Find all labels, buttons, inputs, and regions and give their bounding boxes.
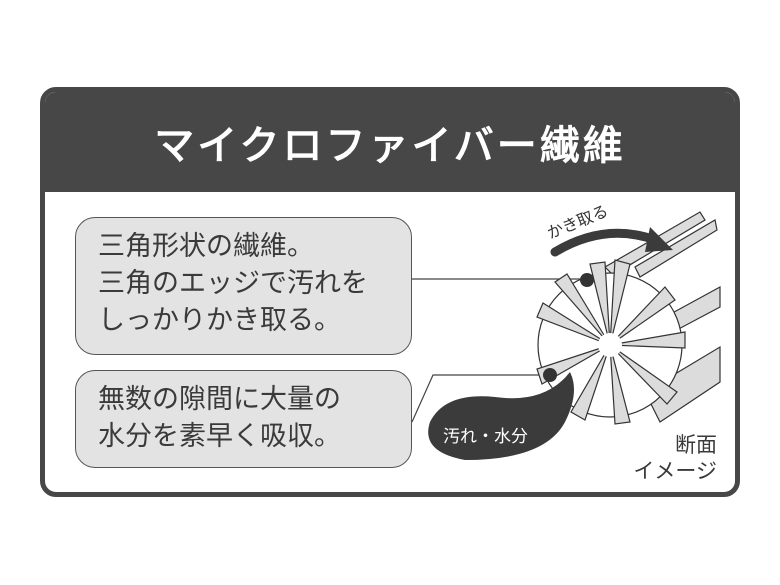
- leader-line-2: [411, 374, 545, 423]
- pointer-dot-1: [580, 273, 594, 287]
- pointer-dot-2: [543, 368, 557, 382]
- panel-header: マイクロファイバー繊維: [45, 92, 735, 192]
- scrape-arrow-icon: [550, 228, 660, 257]
- fiber-cross-section-diagram: かき取る: [411, 201, 721, 460]
- callout-triangle-fiber: 三角形状の繊維。 三角のエッジで汚れを しっかりかき取る。: [75, 217, 412, 355]
- panel-title: マイクロファイバー繊維: [154, 123, 626, 169]
- microfiber-panel: マイクロファイバー繊維: [40, 87, 740, 497]
- dirt-water-blob: [428, 372, 574, 460]
- cross-section-caption: 断面 イメージ: [633, 433, 717, 483]
- dirt-water-label: 汚れ・水分: [443, 427, 528, 447]
- callout-absorption: 無数の隙間に大量の 水分を素早く吸収。: [75, 370, 412, 468]
